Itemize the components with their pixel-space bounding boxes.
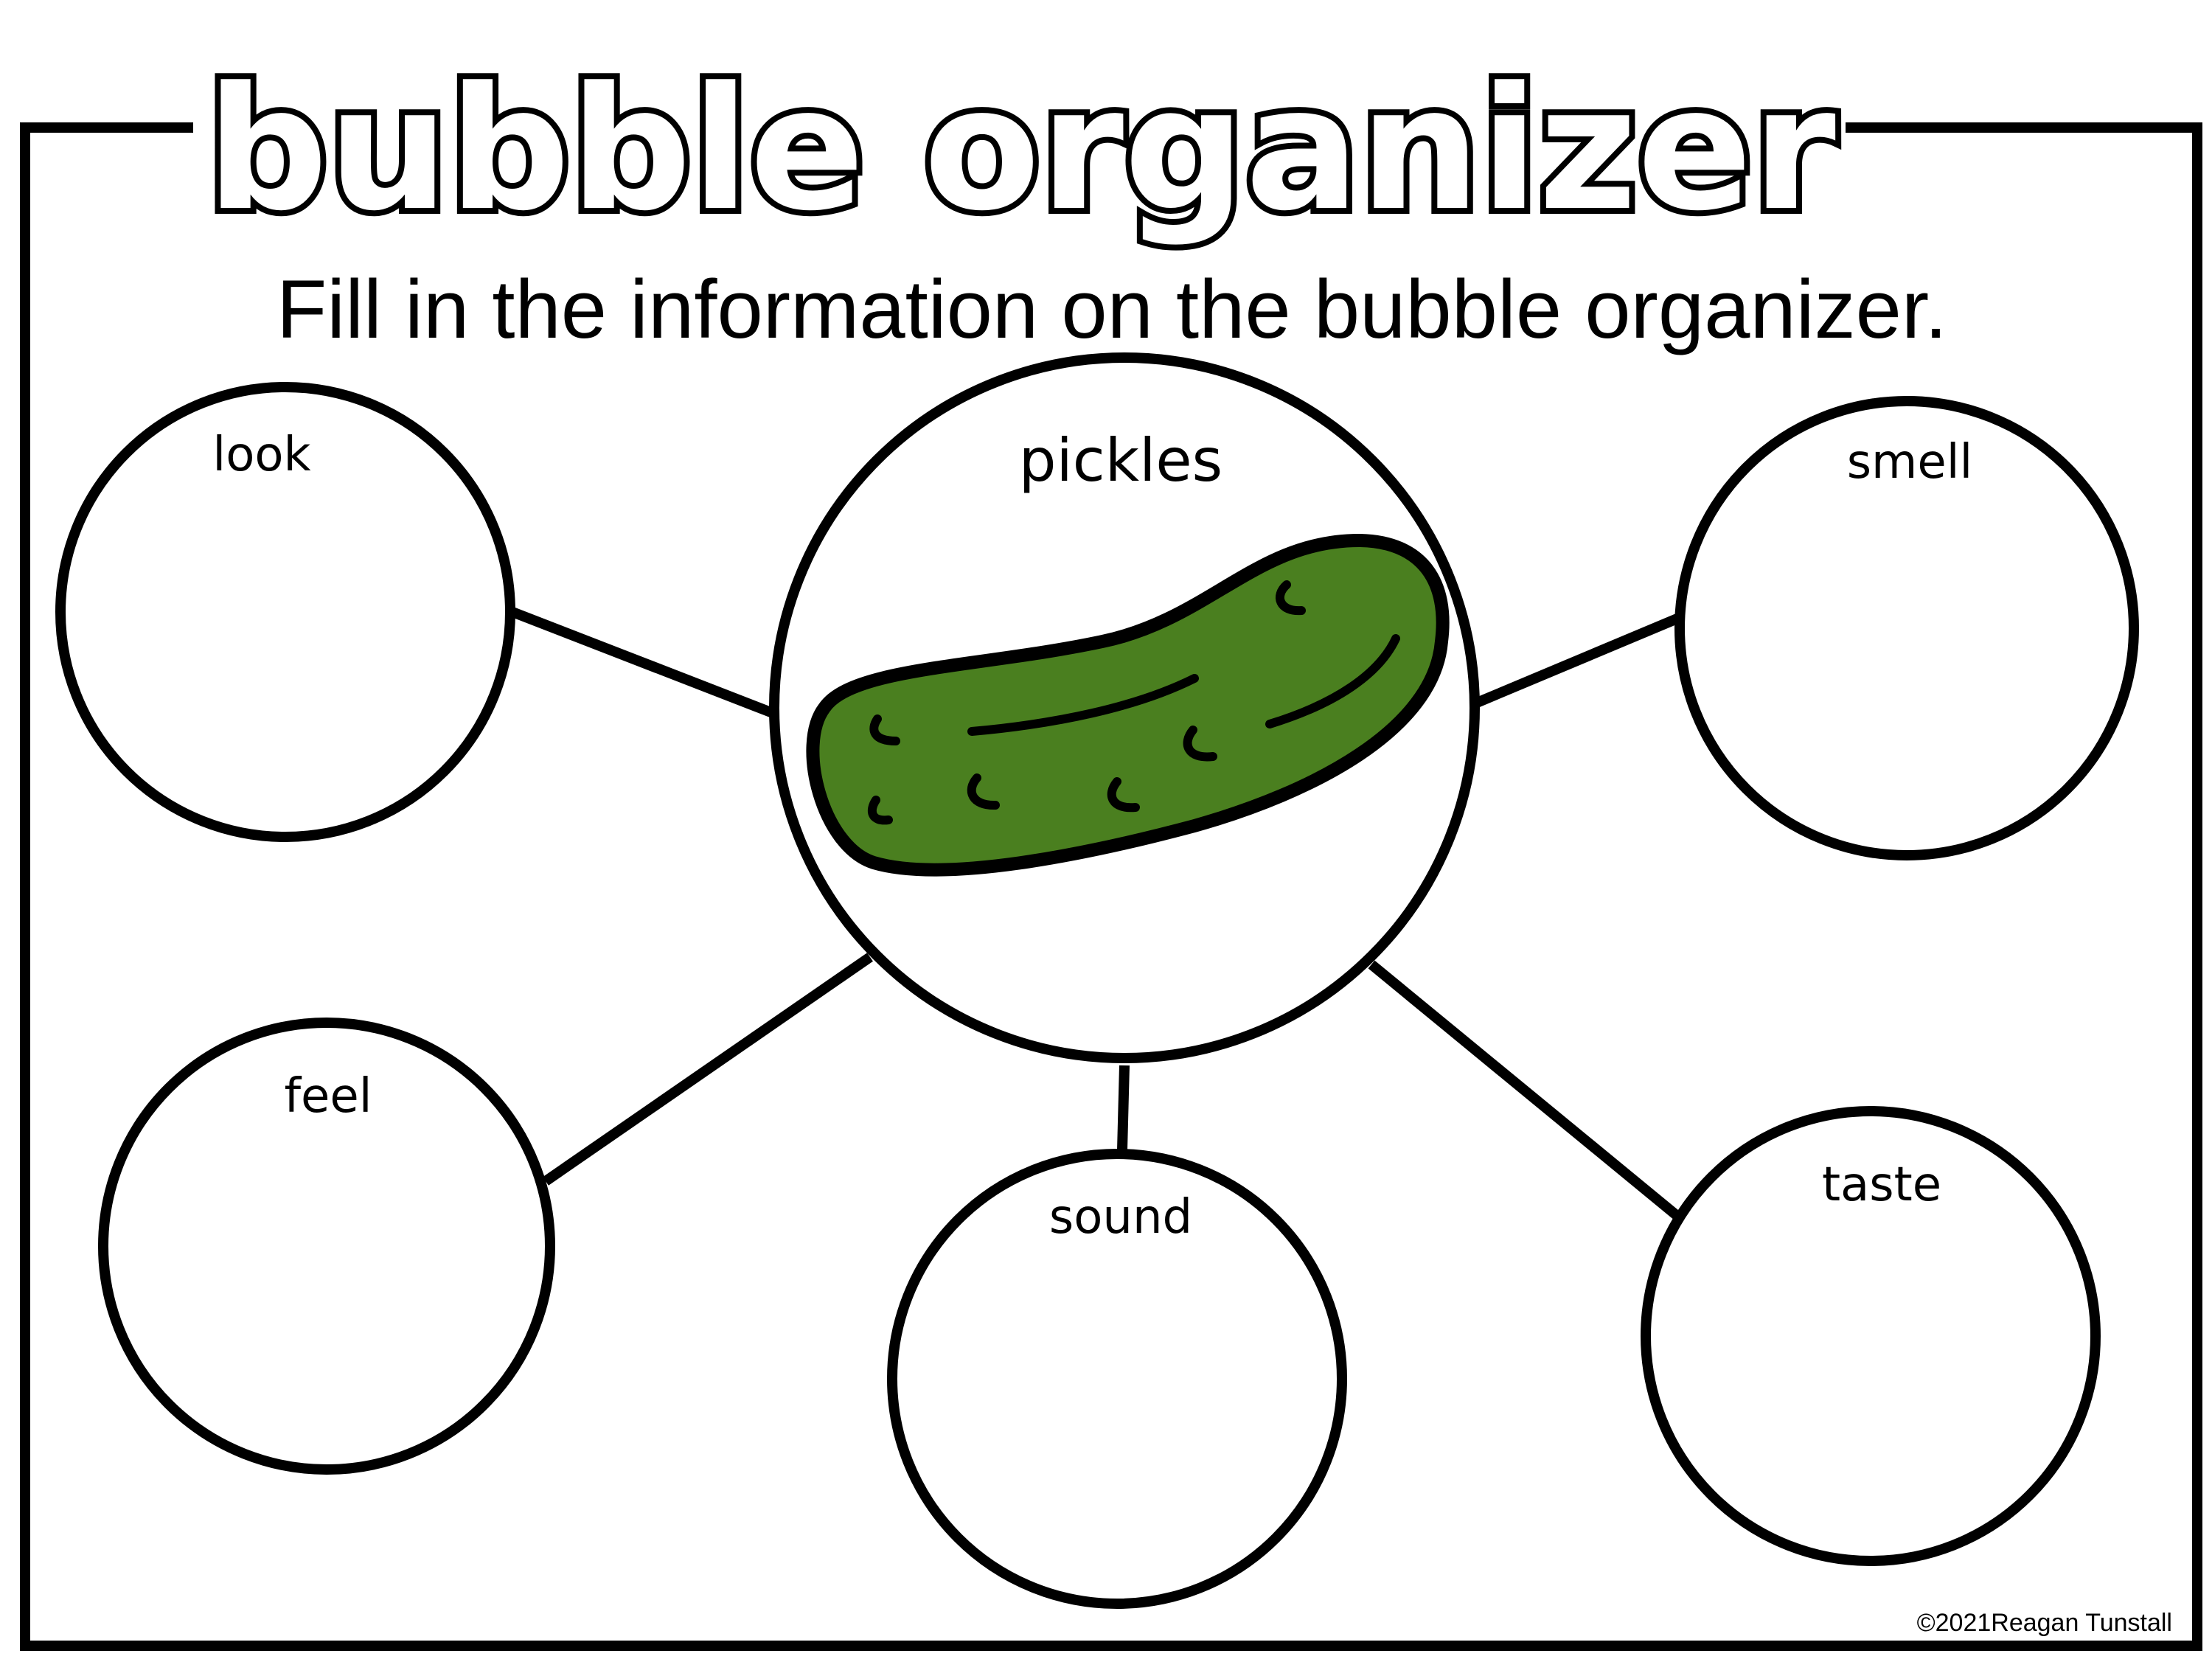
connector-smell xyxy=(1475,613,1681,708)
bubble-taste[interactable] xyxy=(1641,1106,2101,1566)
connector-sound xyxy=(1117,1065,1130,1151)
label-sound: sound xyxy=(1049,1190,1192,1245)
page-title: bubble organizer xyxy=(206,52,1836,248)
bubble-smell[interactable] xyxy=(1674,396,2139,860)
instructions-text: Fill in the information on the bubble or… xyxy=(276,263,1947,355)
label-smell: smell xyxy=(1847,435,1973,490)
bubble-sound[interactable] xyxy=(887,1149,1347,1609)
label-look: look xyxy=(212,428,310,482)
bubble-feel[interactable] xyxy=(98,1018,555,1475)
label-center: pickles xyxy=(1019,426,1222,495)
connector-lines xyxy=(510,607,1686,1225)
connector-look xyxy=(510,607,775,718)
page-frame xyxy=(20,122,2202,1651)
bubble-look[interactable] xyxy=(55,382,515,842)
label-feel: feel xyxy=(284,1069,372,1124)
connector-feel xyxy=(543,953,873,1186)
pickle-illustration xyxy=(806,533,1450,877)
label-taste: taste xyxy=(1822,1158,1941,1212)
copyright-text: ©2021Reagan Tunstall xyxy=(1917,1609,2172,1637)
connector-taste xyxy=(1368,960,1686,1225)
